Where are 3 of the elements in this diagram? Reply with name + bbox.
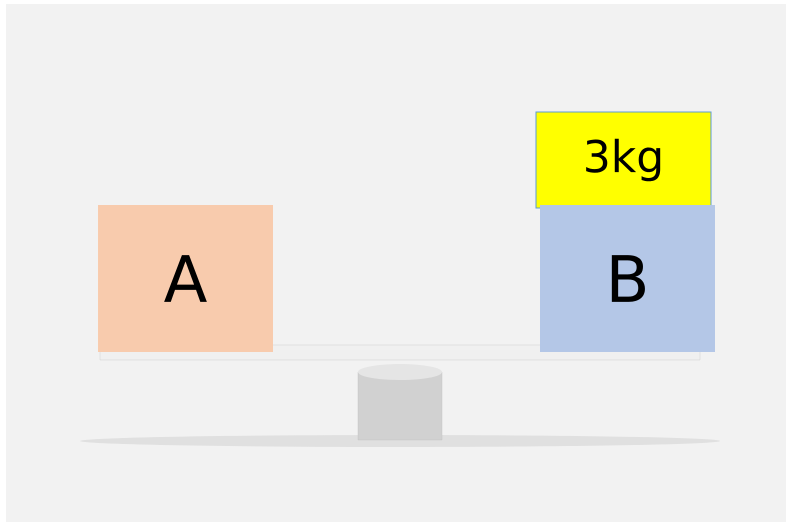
weight-box: A: [98, 205, 273, 352]
weight-box: 3kg: [536, 112, 712, 208]
weight-box: B: [540, 205, 715, 352]
